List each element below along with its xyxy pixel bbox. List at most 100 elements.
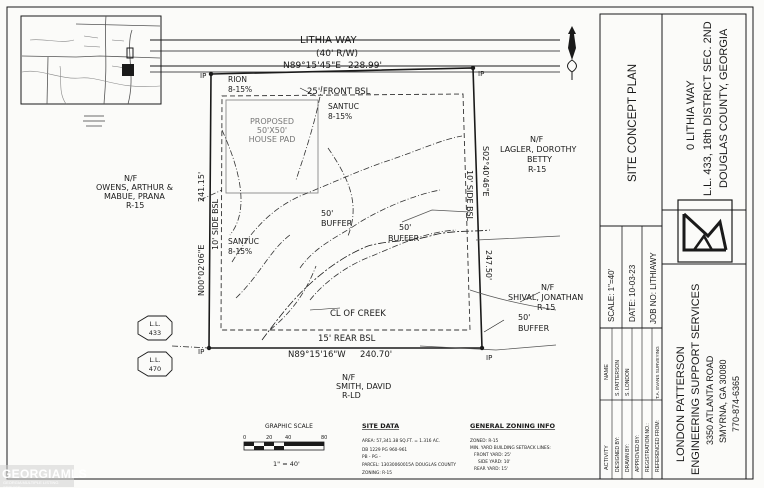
soil-slope-santuc: 8-15%	[328, 112, 352, 121]
iron-pin-label: IP	[200, 72, 206, 80]
graphic-scale: GRAPHIC SCALE 0 20 40 80 1" = 40'	[243, 423, 327, 468]
land-lot-label: L.L.	[149, 356, 160, 364]
east-side-setback-label: 10' SIDE BSL	[465, 170, 474, 222]
adjoiner-owner-west: OWENS, ARTHUR &	[96, 183, 173, 192]
soil-boundaries	[199, 85, 463, 331]
lithia-way-road	[150, 39, 560, 73]
soil-label-rion: RION	[228, 75, 247, 84]
land-lot-number: 470	[149, 365, 161, 373]
adjoiner-zone-southeast: R-15	[537, 303, 555, 312]
site-data-line: AREA: 57,341.38 SQ.FT. = 1.316 AC.	[362, 438, 440, 444]
zoning-info-title: GENERAL ZONING INFO	[470, 422, 556, 430]
rear-setback-label: 15' REAR BSL	[318, 334, 376, 344]
watermark-brand: GEORGIAMLS	[2, 467, 88, 481]
adjoiner-zone-east: R-15	[528, 165, 546, 174]
graphic-scale-tick: 80	[321, 435, 327, 441]
site-data-line: DB 1229 PG 960-961	[362, 447, 407, 453]
sheet-title: SITE CONCEPT PLAN	[627, 64, 639, 182]
south-boundary-bearing: N89°15'16"W	[288, 350, 346, 360]
proposed-house-pad	[225, 99, 319, 194]
leader-lines	[299, 87, 541, 333]
vicinity-road	[127, 29, 133, 105]
adjoiner-nf-southeast: N/F	[541, 283, 555, 292]
vicinity-site-marker	[126, 47, 134, 59]
sheet-border	[6, 6, 754, 480]
west-boundary-bearing: N00°02'06"E	[197, 245, 206, 296]
west-boundary-distance: 241.15'	[197, 172, 206, 202]
north-arrow-icon	[567, 26, 577, 80]
adjoiner-owner-east: BETTY	[527, 155, 552, 164]
title-block: SITE CONCEPT PLAN 0 LITHIA WAY L.L. 433,…	[599, 13, 747, 480]
vicinity-road	[103, 15, 107, 105]
buffer-lines	[401, 209, 561, 351]
buffer-label-value: 50'	[321, 209, 333, 218]
adjoiner-zone-west: R-15	[126, 201, 144, 210]
project-line: DOUGLAS COUNTY, GEORGIA	[718, 28, 730, 188]
soil-slope-rion: 8-15%	[228, 85, 252, 94]
land-lot-label: L.L.	[149, 320, 160, 328]
west-side-setback-label: 10' SIDE BSL	[211, 198, 220, 250]
project-line: L.L. 433, 18th DISTRICT SEC. 2ND	[702, 21, 714, 196]
land-lot-470-marker: L.L. 470	[137, 351, 173, 377]
vicinity-site-marker	[122, 64, 134, 76]
building-setback-lines	[220, 93, 471, 331]
adjoiner-owner-southeast: SHIVAL, JONATHAN	[508, 293, 583, 302]
firm-address: 3350 ATLANTA ROAD	[705, 355, 715, 445]
iron-pin-markers	[206, 65, 485, 351]
date-value: DATE: 10-03-23	[628, 264, 637, 322]
adjoiner-owner-east: LAGLER, DOROTHY	[500, 145, 577, 154]
zoning-info-line: SIDE YARD: 10'	[478, 459, 510, 465]
right-of-way-width: (40' R/W)	[316, 49, 358, 59]
georgiamls-watermark: GEORGIAMLS GEORGIA MULTIPLE LISTING SERV…	[0, 465, 87, 490]
vicinity-map	[20, 15, 162, 105]
vicinity-road	[21, 70, 161, 87]
graphic-scale-tick: 40	[285, 435, 291, 441]
south-boundary-distance: 240.70'	[360, 350, 392, 360]
land-lot-number: 433	[149, 329, 161, 337]
activity-row-label: APPROVED BY:	[635, 435, 641, 472]
buffer-label-value: 50'	[518, 313, 530, 322]
site-data-block: SITE DATA AREA: 57,341.38 SQ.FT. = 1.316…	[362, 422, 456, 476]
soil-label-santuc: SANTUC	[328, 102, 359, 111]
site-data-line: ZONING: R-15	[362, 470, 392, 476]
house-pad-label: PROPOSED	[250, 117, 294, 126]
graphic-scale-tick: 0	[243, 435, 246, 441]
scale-value: SCALE: 1"=40'	[607, 268, 616, 322]
house-pad-label: HOUSE PAD	[249, 135, 296, 144]
activity-row-name: S. LONDON	[625, 368, 631, 396]
vicinity-road	[59, 65, 67, 105]
vicinity-road	[46, 56, 49, 105]
activity-row-label: DESIGNED BY:	[615, 437, 621, 472]
zoning-info-line: FRONT YARD: 25'	[474, 452, 511, 458]
zoning-info-line: ZONED: R-15	[470, 438, 498, 444]
firm-phone: 770-874-6365	[731, 376, 741, 432]
street-name: LITHIA WAY	[300, 35, 358, 46]
vicinity-map-frame	[20, 15, 162, 105]
soil-label-santuc: SANTUC	[228, 237, 259, 246]
activity-row-label: REFERENCED FROM:	[655, 420, 661, 472]
site-data-line: PB - PG -	[362, 454, 381, 460]
firm-city: SMYRNA, GA 30080	[718, 359, 728, 443]
adjoiner-owner-south: SMITH, DAVID	[336, 382, 391, 391]
iron-pin-label: IP	[486, 354, 492, 362]
firm-logo-icon	[677, 199, 733, 263]
adjoiner-zone-south: R-LD	[342, 391, 361, 400]
zoning-info-line: REAR YARD: 15'	[474, 466, 508, 472]
vicinity-road-label	[83, 35, 127, 69]
buffer-label-value: 50'	[399, 223, 411, 232]
adjoiner-nf-east: N/F	[530, 135, 544, 144]
graphic-scale-label: 1" = 40'	[273, 460, 300, 468]
buffer-label: BUFFER	[321, 219, 353, 228]
land-lot-line	[171, 345, 210, 349]
graphic-scale-tick: 20	[266, 435, 272, 441]
firm-name: LONDON PATTERSON	[675, 346, 687, 462]
site-data-line: PARCEL: 13030060015A DOUGLAS COUNTY	[362, 462, 456, 468]
adjoiner-nf-west: N/F	[124, 174, 138, 183]
buffer-label: BUFFER	[518, 324, 550, 333]
vicinity-road	[29, 39, 75, 42]
zoning-info-line: MIN. YARD BUILDING SETBACK LINES:	[470, 445, 551, 451]
activity-row-label: DRAWN BY:	[625, 444, 631, 472]
activity-row-label: REGISTRATION NO.:	[645, 423, 651, 472]
